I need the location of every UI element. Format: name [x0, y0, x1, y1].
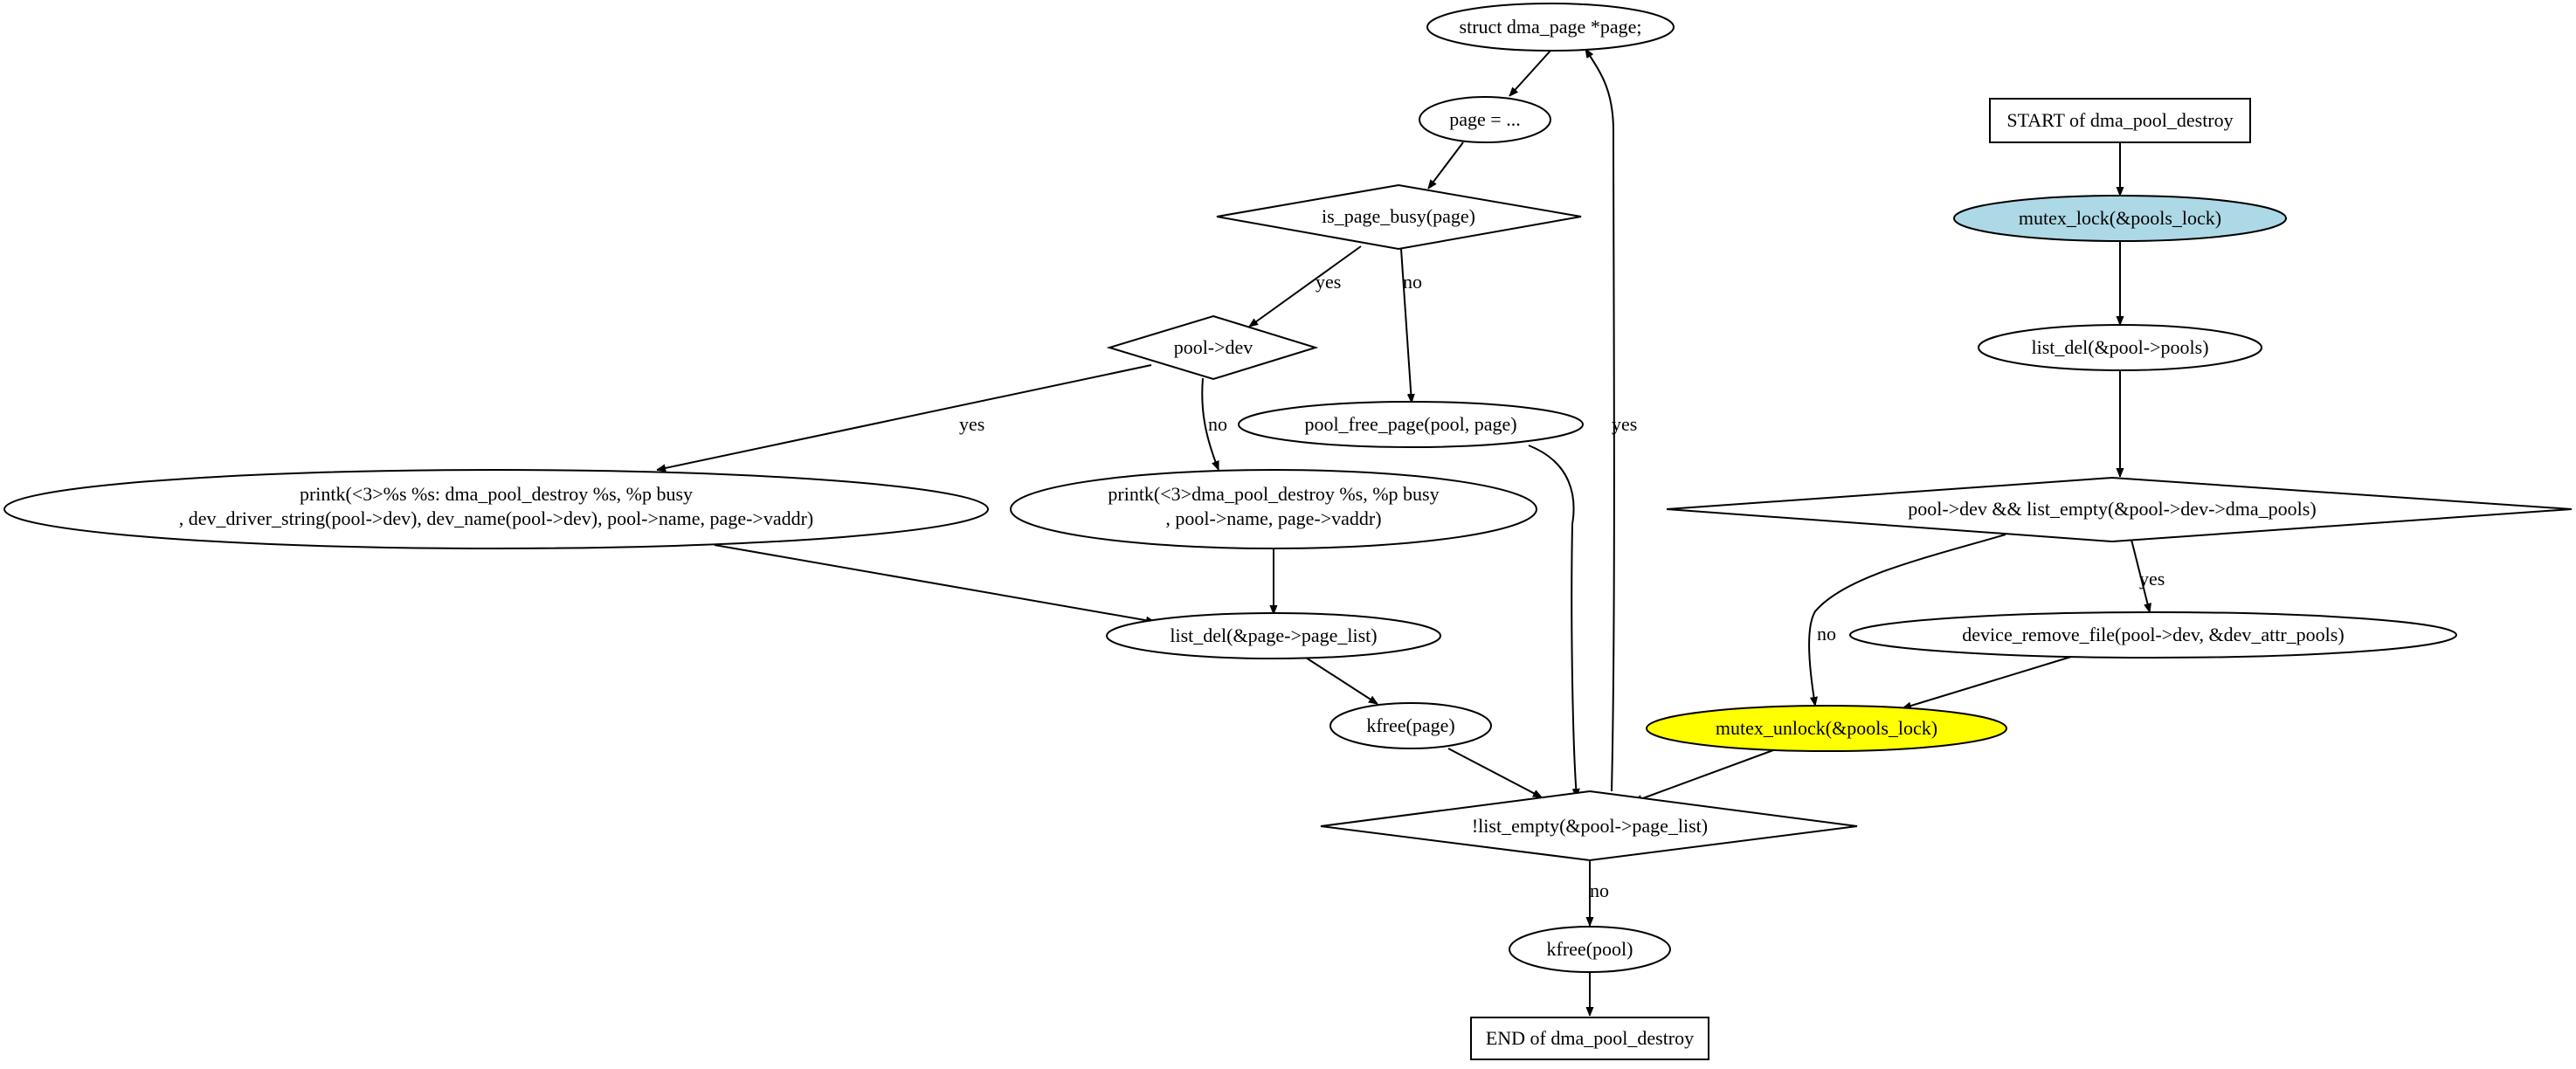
- node-kfree-pool-label: kfree(pool): [1547, 938, 1633, 960]
- node-list-del-pools-label: list_del(&pool->pools): [2031, 336, 2208, 358]
- edge-label-cond-no: no: [1817, 623, 1836, 645]
- node-pool-dev[interactable]: pool->dev: [1106, 314, 1319, 381]
- node-mutex-unlock[interactable]: mutex_unlock(&pools_lock): [1646, 705, 2007, 752]
- edge-label-dev-yes: yes: [959, 413, 984, 435]
- edge-pool-dev-no-printk-nodev: [1201, 377, 1219, 470]
- edge-label-loop-yes: yes: [1612, 413, 1637, 435]
- node-mutex-lock[interactable]: mutex_lock(&pools_lock): [1953, 195, 2287, 242]
- node-printk-nodev-line-1: printk(<3>dma_pool_destroy %s, %p busy: [1108, 483, 1439, 505]
- node-mutex-lock-label: mutex_lock(&pools_lock): [2019, 207, 2221, 229]
- node-device-remove-file[interactable]: device_remove_file(pool->dev, &dev_attr_…: [1849, 611, 2457, 659]
- node-kfree-page-label: kfree(page): [1366, 714, 1454, 736]
- node-list-del-page-label: list_del(&page->page_list): [1170, 624, 1377, 646]
- node-pool-free-page-label: pool_free_page(pool, page): [1304, 413, 1516, 435]
- edge-condition-device-remove-file: [2129, 532, 2150, 612]
- node-list-not-empty-label: !list_empty(&pool->page_list): [1472, 815, 1708, 837]
- node-printk-dev[interactable]: printk(<3>%s %s: dma_pool_destroy %s, %p…: [3, 469, 989, 549]
- edge-labels: yes no yes no yes no yes no: [959, 271, 2165, 901]
- node-dev-and-empty-label: pool->dev && list_empty(&pool->dev->dma_…: [1908, 498, 2316, 520]
- edge-pool-dev-yes-printk-dev: [657, 364, 1152, 470]
- edge-kfree-page-loop: [1447, 748, 1542, 798]
- edge-label-busy-yes: yes: [1316, 271, 1341, 293]
- node-end[interactable]: END of dma_pool_destroy: [1470, 1017, 1709, 1060]
- edge-device-remove-file-mutex-unlock: [1903, 656, 2072, 708]
- node-struct-page-label: struct dma_page *page;: [1460, 16, 1642, 38]
- node-end-label: END of dma_pool_destroy: [1486, 1027, 1694, 1049]
- node-page-assign-label: page = ...: [1449, 108, 1520, 130]
- edge-busy-yes-pool-dev: [1249, 245, 1362, 328]
- node-list-not-empty[interactable]: !list_empty(&pool->page_list): [1320, 790, 1858, 862]
- edge-loop-yes-struct-page: [1585, 49, 1615, 792]
- node-start[interactable]: START of dma_pool_destroy: [1989, 98, 2251, 143]
- edges: [657, 49, 2150, 1016]
- edge-busy-no-pool-free-page: [1400, 248, 1412, 403]
- node-start-label: START of dma_pool_destroy: [2006, 109, 2233, 131]
- node-page-assign[interactable]: page = ...: [1419, 96, 1551, 143]
- node-dev-and-empty[interactable]: pool->dev && list_empty(&pool->dev->dma_…: [1666, 476, 2573, 543]
- node-is-page-busy-label: is_page_busy(page): [1322, 205, 1475, 227]
- node-pool-dev-label: pool->dev: [1174, 336, 1253, 358]
- edge-struct-page-page-assign: [1509, 50, 1551, 96]
- node-struct-page[interactable]: struct dma_page *page;: [1426, 3, 1675, 52]
- nodes: struct dma_page *page; page = ... is_pag…: [3, 3, 2573, 1060]
- edge-label-cond-yes: yes: [2139, 568, 2165, 590]
- edge-list-del-page-kfree-page: [1305, 657, 1378, 705]
- node-printk-dev-line-1: printk(<3>%s %s: dma_pool_destroy %s, %p…: [300, 483, 693, 505]
- edge-page-assign-is-page-busy: [1428, 141, 1464, 189]
- edge-label-loop-no: no: [1590, 879, 1609, 901]
- edge-label-busy-no: no: [1403, 271, 1422, 293]
- node-kfree-pool[interactable]: kfree(pool): [1509, 926, 1671, 973]
- node-list-del-page[interactable]: list_del(&page->page_list): [1106, 612, 1441, 659]
- edge-label-dev-no: no: [1208, 413, 1227, 435]
- node-pool-free-page[interactable]: pool_free_page(pool, page): [1238, 401, 1584, 448]
- edge-mutex-unlock-loop: [1633, 749, 1774, 803]
- node-list-del-pools[interactable]: list_del(&pool->pools): [1978, 324, 2262, 371]
- node-kfree-page[interactable]: kfree(page): [1329, 702, 1492, 749]
- edge-printk-dev-list-del-page: [714, 544, 1155, 622]
- node-device-remove-file-label: device_remove_file(pool->dev, &dev_attr_…: [1962, 624, 2344, 645]
- node-mutex-unlock-label: mutex_unlock(&pools_lock): [1716, 717, 1937, 739]
- edge-condition-mutex-unlock: [1808, 534, 2006, 706]
- node-printk-nodev[interactable]: printk(<3>dma_pool_destroy %s, %p busy ,…: [1010, 469, 1537, 549]
- node-printk-dev-line-2: , dev_driver_string(pool->dev), dev_name…: [179, 507, 814, 529]
- edge-pool-free-page-loop: [1528, 445, 1577, 797]
- node-printk-nodev-line-2: , pool->name, page->vaddr): [1165, 507, 1381, 529]
- node-is-page-busy[interactable]: is_page_busy(page): [1216, 183, 1582, 251]
